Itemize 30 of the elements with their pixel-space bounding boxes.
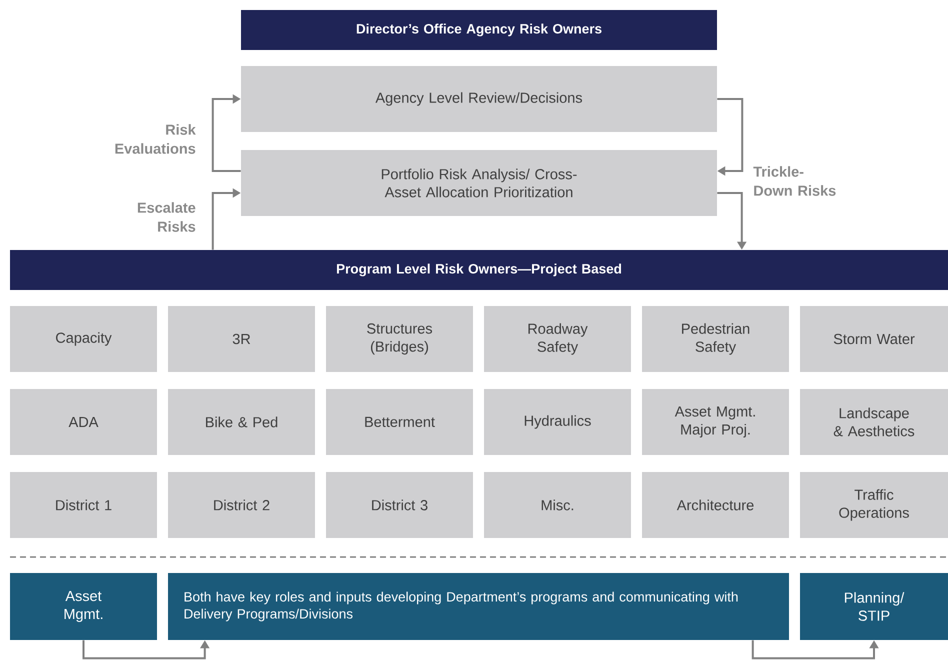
banner: Program Level Risk Owners—Project Based (10, 250, 948, 290)
program-box: District 3 (326, 472, 473, 538)
note-box: Both have key roles and inputs developing Department’s programs and communicating with Delivery Programs/Divisions (168, 573, 789, 640)
program-box: Roadway Safety (484, 306, 631, 372)
program-box: Landscape & Aesthetics (800, 389, 948, 455)
program-box: Betterment (326, 389, 473, 455)
process-box: Agency Level Review/Decisions (241, 66, 717, 132)
program-box: Misc. (484, 472, 631, 538)
edge-label: Risk Evaluations (115, 124, 196, 154)
program-box: Bike & Ped (168, 389, 315, 455)
process-box: Portfolio Risk Analysis/ Cross-Asset Allocation Prioritization (241, 150, 717, 216)
edge-label: Escalate Risks (138, 202, 196, 232)
arrow (717, 98, 744, 176)
program-box: Structures (Bridges) (326, 306, 473, 372)
group-box: Asset Mgmt. (10, 573, 157, 640)
program-box: Hydraulics (484, 389, 631, 455)
edge-label: Trickle-Down Risks (753, 166, 836, 196)
program-box: 3R (168, 306, 315, 372)
program-box: Storm Water (800, 306, 948, 372)
program-box: District 1 (10, 472, 157, 538)
banner: Director’s Office Agency Risk Owners (241, 10, 717, 50)
arrow (212, 94, 241, 172)
program-box: ADA (10, 389, 157, 455)
program-box: Architecture (642, 472, 789, 538)
group-box: Planning/ STIP (800, 573, 948, 640)
program-box: District 2 (168, 472, 315, 538)
program-box: Asset Mgmt. Major Proj. (642, 389, 789, 455)
program-box: Traffic Operations (800, 472, 948, 538)
program-box: Pedestrian Safety (642, 306, 789, 372)
program-box: Capacity (10, 306, 157, 372)
